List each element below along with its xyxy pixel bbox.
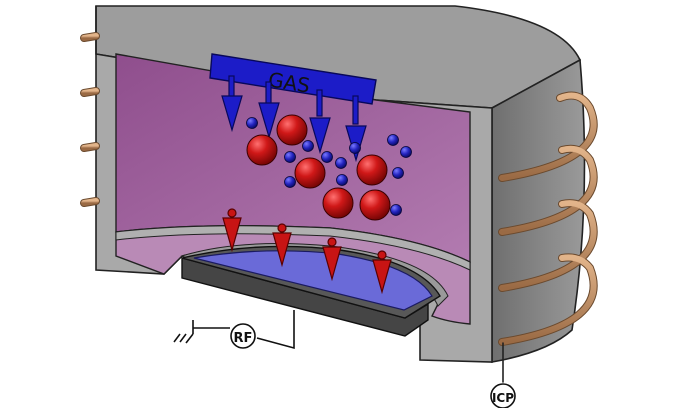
gas-arrow-3 bbox=[309, 117, 331, 155]
ion bbox=[356, 154, 388, 186]
electrons bbox=[246, 117, 412, 216]
electron bbox=[335, 157, 347, 169]
ion-arrow-4 bbox=[372, 259, 392, 295]
rf-source-icon bbox=[230, 323, 256, 349]
coil-stub-4 bbox=[81, 198, 99, 206]
electron bbox=[336, 174, 348, 186]
rf-bias-circuit bbox=[173, 310, 295, 350]
electron bbox=[284, 151, 296, 163]
ion-arrow-1 bbox=[222, 217, 242, 253]
electron bbox=[387, 134, 399, 146]
coil-turn-3 bbox=[499, 200, 597, 291]
coil-stub-2 bbox=[81, 88, 99, 96]
coil-stub-1 bbox=[81, 33, 99, 41]
electron bbox=[321, 151, 333, 163]
ion bbox=[322, 187, 354, 219]
gas-manifold bbox=[209, 53, 377, 105]
rf-wire-return bbox=[256, 310, 295, 350]
ion-arrow-3 bbox=[322, 246, 342, 282]
electron bbox=[284, 176, 296, 188]
ion bbox=[246, 134, 278, 166]
induction-coil bbox=[498, 91, 598, 383]
electron bbox=[392, 167, 404, 179]
ion-arrow-2 bbox=[272, 232, 292, 268]
electron bbox=[302, 140, 314, 152]
plasma-particles bbox=[246, 114, 391, 221]
icp-source-icon bbox=[490, 383, 516, 408]
electron bbox=[349, 142, 361, 154]
coil-turn-4 bbox=[499, 254, 597, 345]
coil-turn-1 bbox=[499, 92, 597, 181]
coil-stub-3 bbox=[81, 143, 99, 151]
electron bbox=[390, 204, 402, 216]
icp-label: ICP bbox=[492, 391, 514, 405]
electron bbox=[246, 117, 258, 129]
ion bbox=[276, 114, 308, 146]
ion-flux bbox=[222, 208, 392, 295]
gas-arrow-2 bbox=[258, 102, 280, 140]
ground-icon bbox=[173, 320, 194, 344]
left-coil-stubs bbox=[80, 32, 100, 207]
icp-source: ICP bbox=[490, 383, 516, 408]
coil-turn-2 bbox=[499, 145, 597, 235]
gas-arrow-1 bbox=[221, 95, 243, 133]
electron bbox=[400, 146, 412, 158]
ion bbox=[294, 157, 326, 189]
rf-label: RF bbox=[234, 331, 253, 346]
ion bbox=[359, 189, 391, 221]
